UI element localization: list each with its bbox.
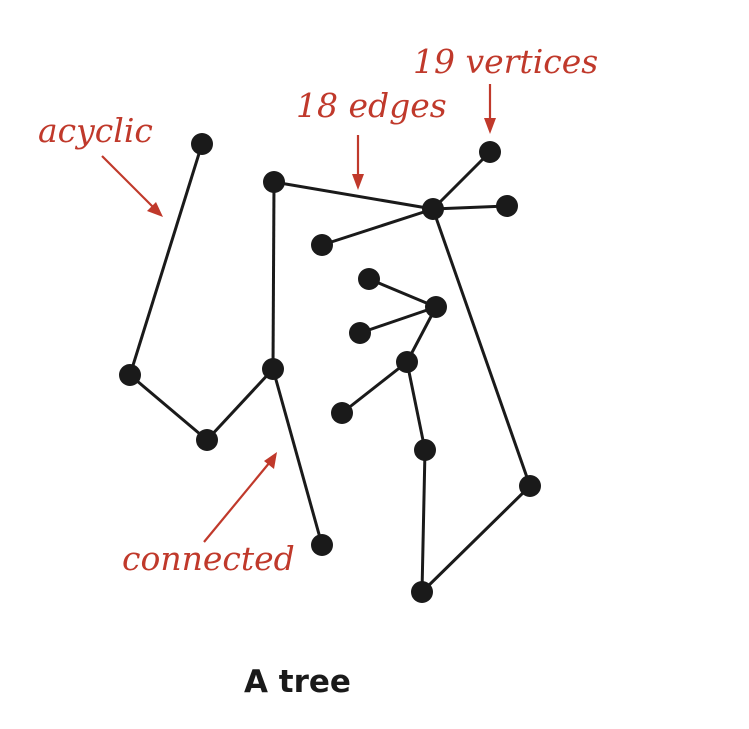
acyclic-arrow: [101, 155, 154, 208]
edge: [432, 204, 508, 211]
vertex: [425, 296, 447, 318]
vertices-arrowhead: [484, 118, 496, 134]
edge: [420, 484, 532, 594]
vertex: [358, 268, 380, 290]
edge: [205, 367, 275, 442]
vertex: [311, 234, 333, 256]
vertex: [349, 322, 371, 344]
acyclic-label: acyclic: [38, 111, 153, 150]
annotation-arrows: [101, 84, 496, 543]
vertex: [311, 534, 333, 556]
edge: [405, 361, 427, 451]
edge: [341, 360, 408, 415]
vertex: [196, 429, 218, 451]
vertex: [263, 171, 285, 193]
edge: [321, 207, 434, 247]
edge: [271, 368, 324, 546]
connected-label: connected: [122, 539, 295, 578]
vertex: [119, 364, 141, 386]
vertex: [519, 475, 541, 497]
edge: [431, 150, 492, 211]
vertex: [411, 581, 433, 603]
vertex: [414, 439, 436, 461]
vertex: [262, 358, 284, 380]
vertex: [479, 141, 501, 163]
vertex: [496, 195, 518, 217]
edge: [128, 143, 204, 376]
acyclic-arrowhead: [147, 202, 163, 217]
edges-label: 18 edges: [296, 86, 447, 125]
vertices-label: 19 vertices: [413, 42, 598, 81]
edges-arrowhead: [352, 174, 364, 190]
edge: [420, 449, 427, 593]
edge: [273, 180, 434, 211]
vertex: [422, 198, 444, 220]
edge: [368, 277, 437, 309]
vertex: [331, 402, 353, 424]
connected-arrowhead: [264, 452, 277, 469]
edge: [431, 208, 532, 487]
edge: [129, 373, 208, 442]
diagram-caption: A tree: [244, 664, 351, 700]
edge: [271, 181, 276, 370]
edges: [128, 143, 532, 594]
vertex: [191, 133, 213, 155]
vertices: [119, 133, 541, 603]
vertex: [396, 351, 418, 373]
edge: [359, 305, 437, 335]
connected-arrow: [203, 461, 271, 543]
